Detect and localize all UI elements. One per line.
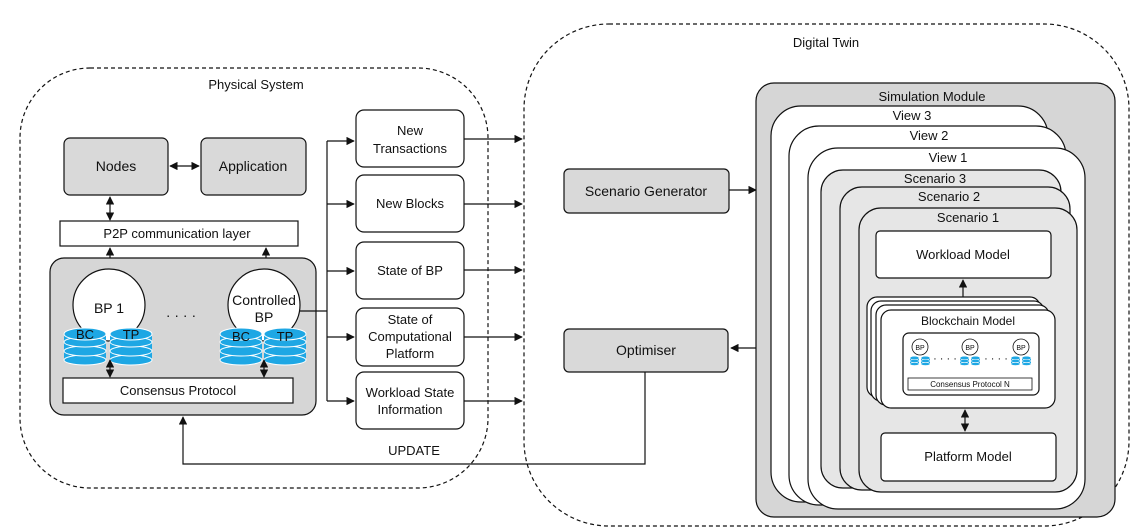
application-box[interactable] — [200, 137, 307, 196]
p2p-layer-label: P2P communication layer — [103, 226, 251, 241]
p2p-layer-box[interactable] — [59, 220, 299, 247]
update-feedback-line — [178, 372, 646, 465]
platform-model-label: Platform Model — [924, 449, 1012, 464]
view-3-label: View 3 — [893, 108, 932, 123]
mini-bp-3-db-icon-a — [1010, 355, 1021, 366]
mini-bp-2-node — [961, 338, 979, 356]
workload-state-box[interactable] — [355, 371, 465, 430]
mini-bp-3-db-icon-b — [1021, 355, 1032, 366]
mini-bp-1-node — [911, 338, 929, 356]
controlled-bp-label-1: Controlled — [232, 292, 296, 308]
workload-state-line2: Information — [377, 402, 442, 417]
mini-bp-1-label: BP — [915, 345, 925, 352]
digital-twin-boundary — [523, 23, 1130, 527]
computational-platform-line2: Computational — [368, 329, 452, 344]
mini-bp-dots-2: · · · · — [984, 353, 1008, 365]
workload-state-line1: Workload State — [366, 385, 455, 400]
consensus-protocol-n-label: Consensus Protocol N — [930, 380, 1010, 389]
update-label: UPDATE — [388, 443, 440, 458]
mini-bp-3-node — [1012, 338, 1030, 356]
consensus-protocol-n-box — [907, 377, 1033, 391]
view-2-label: View 2 — [910, 128, 949, 143]
scenario-2-label: Scenario 2 — [918, 189, 980, 204]
scenario-generator-label: Scenario Generator — [585, 183, 708, 199]
mini-bp-2-label: BP — [965, 345, 975, 352]
mini-bp-1-db-icon-a — [909, 355, 920, 366]
physical-system-boundary — [19, 67, 489, 489]
application-label: Application — [219, 158, 288, 174]
digital-twin-title: Digital Twin — [793, 35, 859, 50]
mini-bp-3-label: BP — [1016, 345, 1026, 352]
bp1-node[interactable] — [72, 268, 146, 342]
bp-ellipsis: · · · · — [166, 307, 196, 323]
computational-platform-line3: Platform — [386, 346, 434, 361]
mini-bp-1-db-icon-b — [920, 355, 931, 366]
scenario-3-label: Scenario 3 — [904, 171, 966, 186]
controlled-bp-label-2: BP — [255, 309, 274, 325]
new-transactions-line1: New — [397, 123, 424, 138]
new-blocks-label: New Blocks — [376, 196, 444, 211]
optimiser-box[interactable] — [563, 328, 729, 373]
consensus-protocol-label: Consensus Protocol — [120, 383, 236, 398]
workload-model-box[interactable] — [875, 230, 1052, 279]
consensus-protocol-box[interactable] — [62, 377, 294, 404]
scenario-1-label: Scenario 1 — [937, 210, 999, 225]
new-transactions-line2: Transactions — [373, 141, 447, 156]
bp1-bc-label: BC — [76, 327, 94, 342]
physical-system-title: Physical System — [208, 77, 303, 92]
workload-model-label: Workload Model — [916, 247, 1010, 262]
bp1-label: BP 1 — [94, 300, 124, 316]
scenario-generator-box[interactable] — [563, 168, 730, 214]
new-transactions-box[interactable] — [355, 109, 465, 168]
bp1-tp-label: TP — [123, 327, 140, 342]
platform-model-box[interactable] — [880, 432, 1057, 482]
mini-bp-2-db-icon-b — [970, 355, 981, 366]
nodes-box[interactable] — [63, 137, 169, 196]
view-1-label: View 1 — [929, 150, 968, 165]
state-of-bp-label: State of BP — [377, 263, 443, 278]
simulation-module-title: Simulation Module — [879, 89, 986, 104]
optimiser-label: Optimiser — [616, 342, 676, 358]
computational-platform-line1: State of — [388, 312, 433, 327]
mini-bp-dots-1: · · · · — [933, 353, 957, 365]
mini-bp-2-db-icon-a — [959, 355, 970, 366]
controlled-bp-tp-label: TP — [277, 329, 294, 344]
controlled-bp-bc-label: BC — [232, 329, 250, 344]
blockchain-model-label: Blockchain Model — [921, 314, 1015, 328]
nodes-label: Nodes — [96, 158, 136, 174]
